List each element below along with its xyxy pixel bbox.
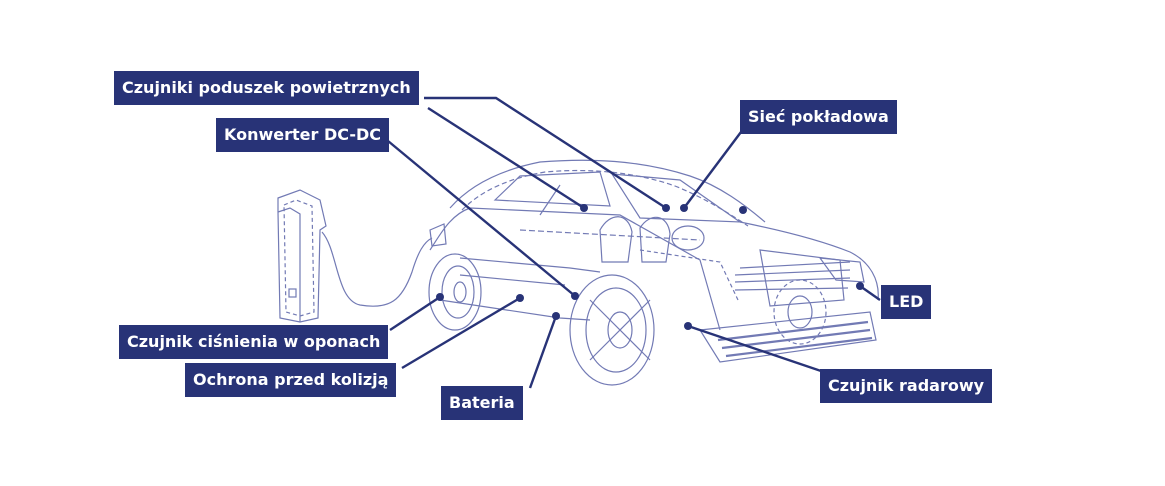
dot-tire — [436, 293, 444, 301]
leader-collision — [402, 298, 520, 368]
leader-dc-dc — [382, 136, 575, 296]
label-tire-pressure-sensor: Czujnik ciśnienia w oponach — [119, 325, 388, 359]
leader-tire — [390, 297, 440, 330]
steering-wheel — [672, 226, 704, 250]
dot-airbag-2 — [580, 204, 588, 212]
leader-network — [684, 128, 744, 208]
label-onboard-network: Sieć pokładowa — [740, 100, 897, 134]
leader-radar — [688, 326, 824, 372]
dot-led — [856, 282, 864, 290]
label-led: LED — [881, 285, 931, 319]
dot-airbag-1 — [662, 204, 670, 212]
label-airbag-sensors: Czujniki poduszek powietrznych — [114, 71, 419, 105]
rear-wheel — [429, 254, 481, 330]
leader-battery — [530, 316, 556, 388]
charging-station — [278, 190, 446, 322]
front-wheel — [570, 275, 654, 385]
dot-collision — [516, 294, 524, 302]
leader-airbag-1 — [424, 98, 666, 208]
label-dc-dc-converter: Konwerter DC-DC — [216, 118, 389, 152]
label-collision-protection: Ochrona przed kolizją — [185, 363, 396, 397]
front-wheel-inner — [774, 280, 826, 344]
dot-network — [680, 204, 688, 212]
dot-dc-dc — [571, 292, 579, 300]
dot-battery — [552, 312, 560, 320]
dot-network-2 — [739, 206, 747, 214]
label-radar-sensor: Czujnik radarowy — [820, 369, 992, 403]
dot-radar — [684, 322, 692, 330]
label-battery: Bateria — [441, 386, 523, 420]
